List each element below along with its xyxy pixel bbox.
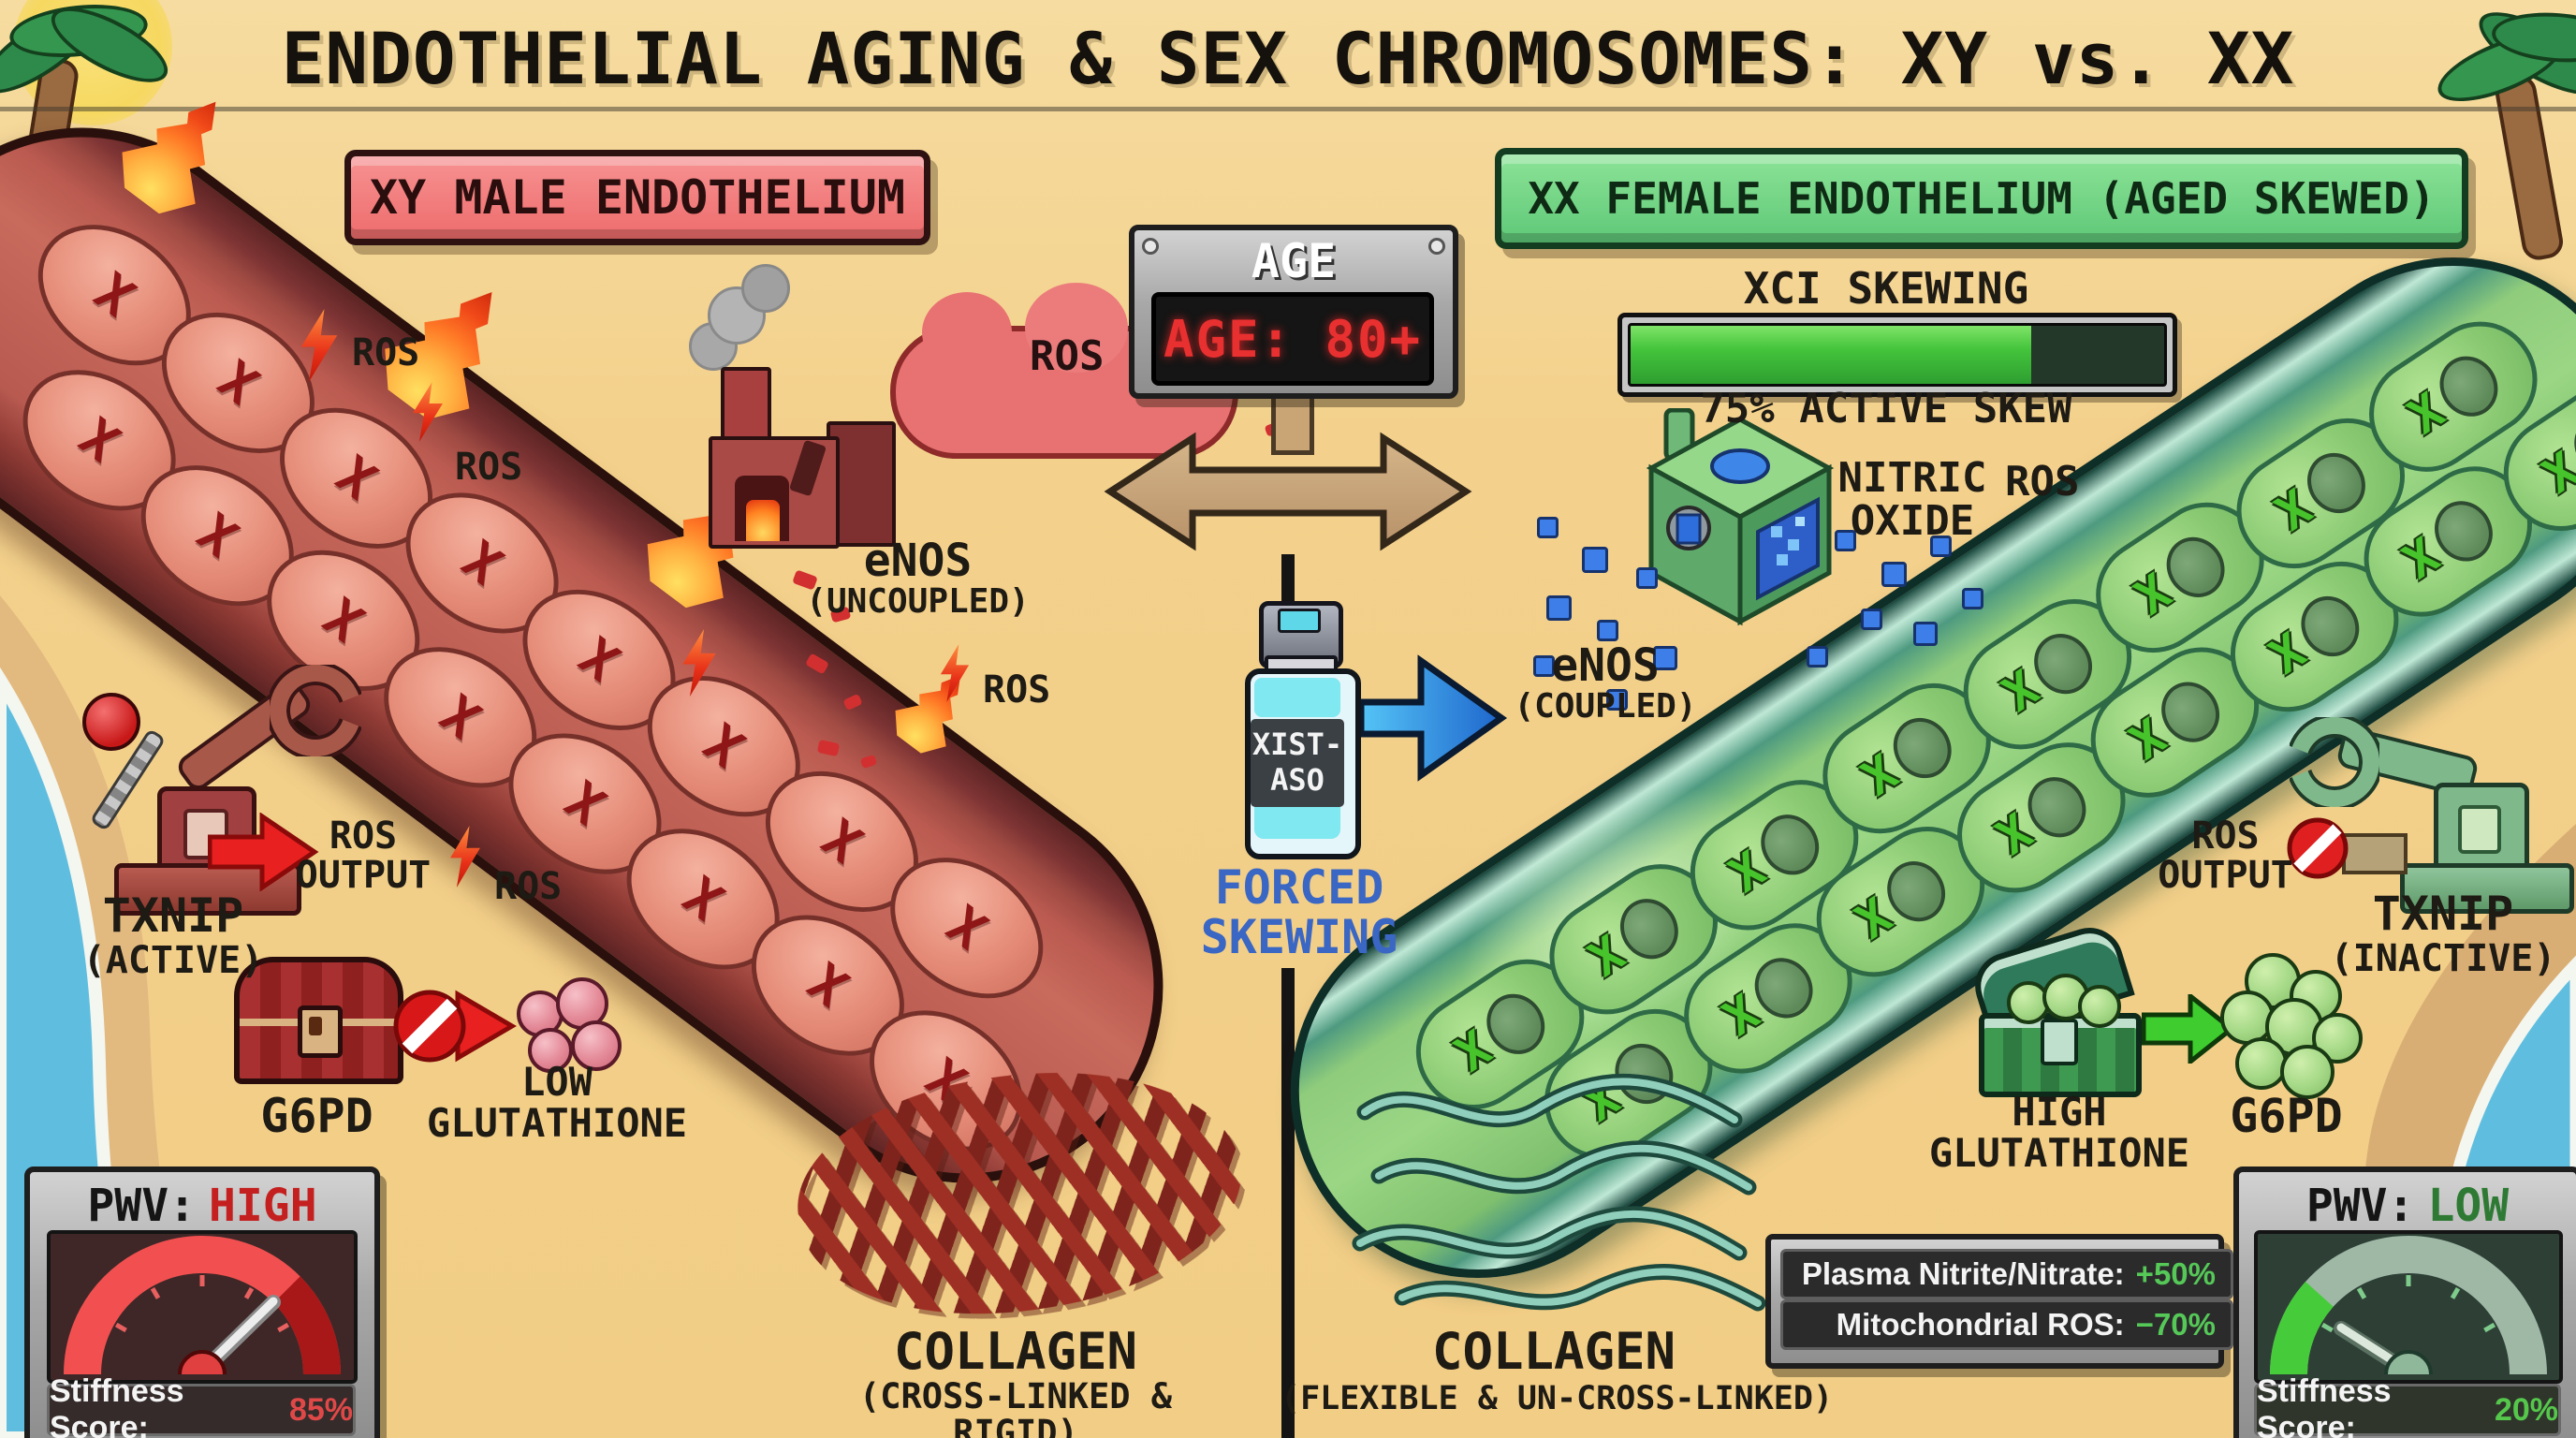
smoke-icon	[741, 264, 790, 313]
ros-output-label: ROS OUTPUT	[295, 814, 432, 897]
no-particle	[1962, 588, 1983, 609]
txnip-label: TXNIP (INACTIVE)	[2330, 887, 2556, 980]
low-glutathione-label: LOW GLUTATHIONE	[426, 1059, 688, 1147]
pwv-header: PWV: HIGH	[30, 1180, 374, 1232]
no-particle	[1881, 562, 1907, 587]
no-particle	[1835, 530, 1856, 551]
enos-uncoupled-label: eNOS (UNCOUPLED)	[806, 535, 1030, 622]
ros-label: ROS	[1030, 332, 1105, 380]
title-divider	[0, 107, 2576, 111]
screw-icon	[1142, 238, 1159, 255]
no-particle	[1636, 567, 1658, 589]
ros-label: ROS	[352, 331, 420, 374]
double-arrow-icon	[1104, 432, 1472, 551]
g6pd-berries-icon	[2220, 990, 2275, 1045]
green-arrow-icon	[2142, 994, 2235, 1064]
female-banner: XX FEMALE ENDOTHELIUM (AGED SKEWED)	[1495, 148, 2468, 249]
open-treasure-chest-icon	[1967, 919, 2142, 1097]
no-particle	[1582, 547, 1608, 573]
collagen-label: COLLAGEN (CROSS-LINKED & RIGID)	[858, 1322, 1173, 1438]
no-entry-icon	[2287, 817, 2349, 879]
metric-row: Mitochondrial ROS: −70%	[1780, 1299, 2233, 1350]
no-particle	[1546, 595, 1572, 621]
txnip-label: TXNIP (ACTIVE)	[82, 888, 264, 982]
pwv-prefix: PWV:	[87, 1180, 196, 1232]
g6pd-berries-icon	[2280, 1045, 2334, 1099]
pwv-gauge-panel: PWV: LOW Stiffness Score: 20%	[2233, 1167, 2576, 1438]
g6pd-berries-icon	[2235, 1037, 2288, 1090]
xci-bar-fill	[1631, 326, 2031, 384]
high-glutathione-label: HIGH GLUTATHIONE	[1928, 1089, 2190, 1177]
nitric-oxide-label: NITRIC OXIDE	[1837, 454, 1987, 546]
pwv-value: LOW	[2427, 1180, 2510, 1232]
g6pd-label: G6PD	[260, 1089, 373, 1143]
metrics-panel: Plasma Nitrite/Nitrate: +50% Mitochondri…	[1765, 1234, 2233, 1369]
page-title: ENDOTHELIAL AGING & SEX CHROMOSOMES: XY …	[281, 17, 2295, 100]
pwv-gauge-panel: PWV: HIGH Stiffness Score: 85%	[24, 1167, 380, 1438]
no-particle	[1913, 622, 1938, 646]
stiffness-score: Stiffness Score: 20%	[2254, 1373, 2561, 1438]
red-arrow-icon	[208, 813, 319, 891]
male-banner: XY MALE ENDOTHELIUM	[344, 150, 930, 245]
speedometer-icon	[2270, 1236, 2547, 1374]
ros-label: ROS	[983, 668, 1051, 712]
no-particle	[1653, 646, 1677, 670]
no-particle	[1861, 609, 1882, 630]
ros-output-label: ROS OUTPUT	[2158, 814, 2293, 897]
no-particle	[1597, 620, 1618, 641]
blocked-arrow-icon	[393, 990, 517, 1063]
ros-label: ROS	[494, 865, 563, 908]
enos-machine-icon	[1646, 408, 1835, 626]
xci-skewing-title: XCI SKEWING	[1743, 263, 2029, 314]
no-particle	[1807, 646, 1828, 668]
pwv-header: PWV: LOW	[2239, 1180, 2576, 1232]
no-particle	[1930, 536, 1952, 557]
glutathione-berries-icon	[571, 1020, 622, 1071]
ros-label: ROS	[2005, 458, 2080, 506]
no-particle	[1606, 689, 1628, 711]
connector-bar	[2342, 833, 2408, 874]
no-particle	[1533, 655, 1555, 677]
age-display: AGE: 80+	[1151, 292, 1434, 386]
age-title: AGE	[1251, 234, 1337, 288]
pwv-value: HIGH	[209, 1180, 317, 1232]
txnip-machine-icon	[2290, 717, 2574, 919]
gauge-screen	[47, 1230, 358, 1384]
speedometer-icon	[64, 1236, 341, 1374]
txnip-machine-icon	[66, 665, 374, 916]
gauge-screen	[2254, 1230, 2563, 1384]
metric-row: Plasma Nitrite/Nitrate: +50%	[1780, 1249, 2233, 1299]
age-sign: AGE AGE: 80+	[1129, 225, 1458, 399]
no-particle	[1537, 517, 1559, 538]
ros-label: ROS	[455, 446, 523, 489]
glutathione-berries-icon	[528, 1028, 573, 1073]
collagen-sublabel: (FLEXIBLE & UN-CROSS-LINKED)	[1281, 1380, 1834, 1417]
treasure-chest-icon	[234, 957, 403, 1090]
xci-skew-value: 75% ACTIVE SKEW	[1700, 385, 2072, 433]
screw-icon	[1428, 238, 1445, 255]
enos-coupled-label: eNOS (COUPLED)	[1514, 639, 1697, 726]
collagen-label: COLLAGEN	[1431, 1322, 1676, 1381]
factory-icon	[707, 363, 896, 550]
forced-skewing-label: FORCED SKEWING	[1200, 860, 1398, 964]
xci-progress-bar	[1617, 313, 2177, 397]
stiffness-score: Stiffness Score: 85%	[47, 1373, 356, 1438]
pwv-prefix: PWV:	[2305, 1180, 2415, 1232]
xist-aso-vial-icon: XIST- ASO	[1240, 601, 1361, 859]
blue-arrow-icon	[1359, 654, 1508, 782]
collagen-fibers-icon	[1352, 1073, 1766, 1312]
divider-line	[1281, 554, 1295, 609]
g6pd-label: G6PD	[2230, 1089, 2343, 1143]
